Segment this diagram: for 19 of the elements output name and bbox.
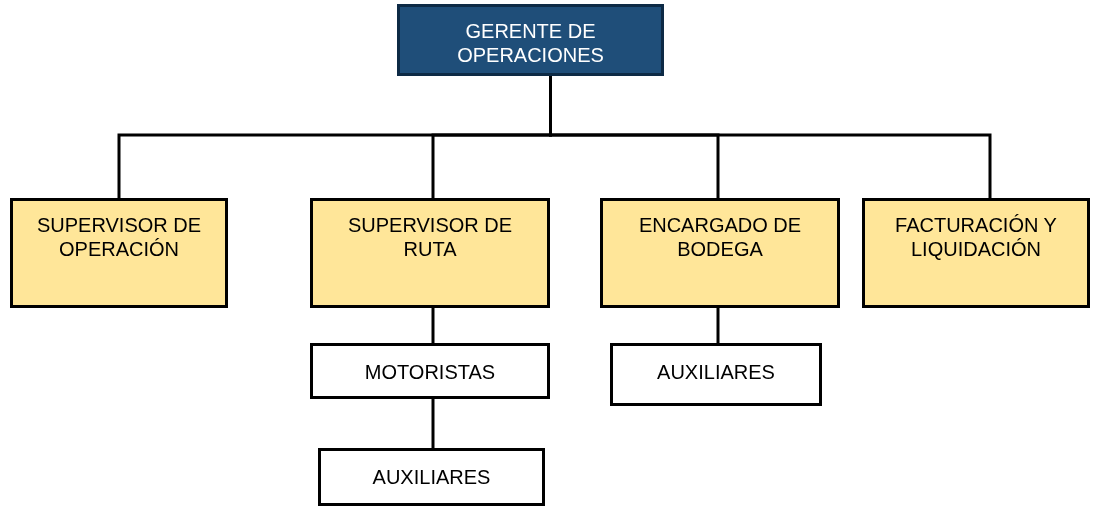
role-label: MOTORISTAS <box>363 360 497 384</box>
role-label: GERENTE DE OPERACIONES <box>456 19 605 67</box>
connector-line <box>716 308 720 343</box>
org-box <box>310 343 550 399</box>
role-label: SUPERVISOR DE OPERACIÓN <box>35 213 203 261</box>
connector-line <box>431 399 435 448</box>
org-box <box>600 198 840 308</box>
role-label: FACTURACIÓN Y LIQUIDACIÓN <box>894 213 1058 261</box>
org-box <box>862 198 1090 308</box>
role-label: AUXILIARES <box>656 360 776 384</box>
role-label: AUXILIARES <box>371 465 492 489</box>
connector-line <box>431 308 435 343</box>
org-box <box>610 343 822 406</box>
org-box <box>310 198 550 308</box>
org-box <box>318 448 545 506</box>
org-box <box>397 4 664 76</box>
org-box <box>10 198 228 308</box>
role-label: ENCARGADO DE BODEGA <box>637 213 803 261</box>
role-label: SUPERVISOR DE RUTA <box>346 213 514 261</box>
